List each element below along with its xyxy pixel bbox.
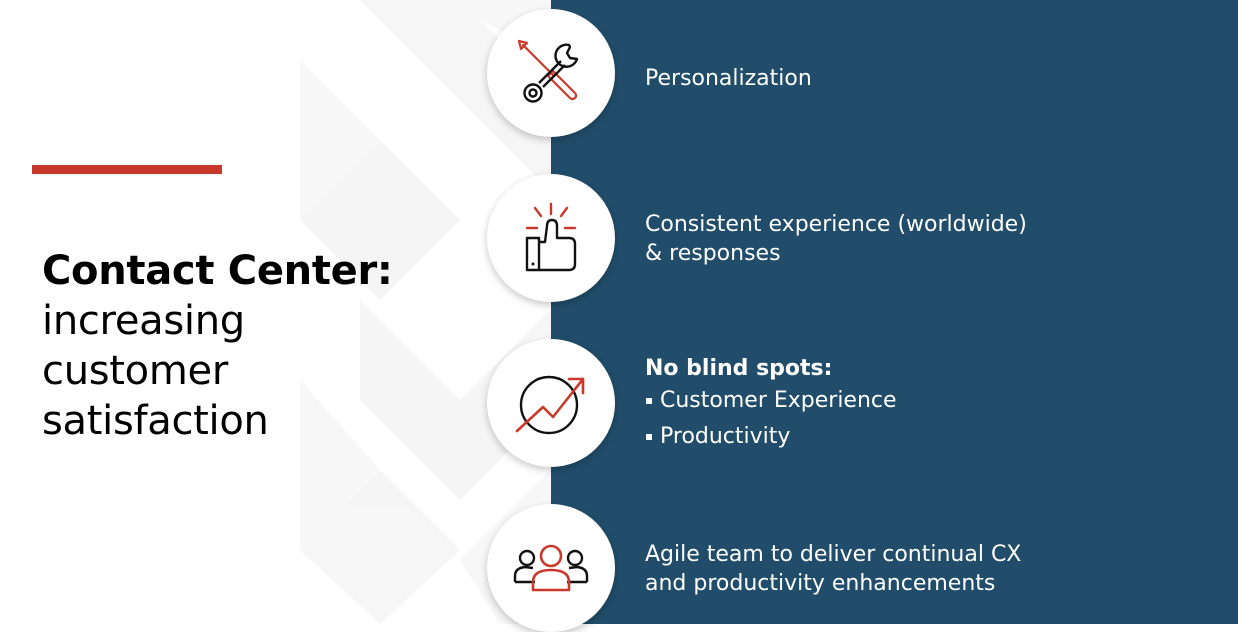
item-text-line: Personalization xyxy=(645,66,812,91)
accent-bar xyxy=(32,165,222,174)
bullet-item: Customer Experience xyxy=(645,383,897,419)
icon-circle-agile-team xyxy=(487,504,615,632)
title-line: increasing xyxy=(42,298,245,344)
item-agile-team: Agile team to deliver continual CX and p… xyxy=(645,540,1021,598)
icon-circle-consistency xyxy=(487,174,615,302)
content-panel xyxy=(551,0,1238,624)
item-consistency: Consistent experience (worldwide) & resp… xyxy=(645,210,1027,268)
icon-circle-personalization xyxy=(487,9,615,137)
thumbs-up-icon xyxy=(525,202,577,272)
icon-circle-blind-spots xyxy=(487,339,615,467)
trend-arrow-icon xyxy=(515,375,585,435)
item-text-line: & responses xyxy=(645,241,781,266)
bullet-list: Customer Experience Productivity xyxy=(645,383,897,455)
bullet-item: Productivity xyxy=(645,419,897,455)
item-text-line: and productivity enhancements xyxy=(645,571,996,596)
item-personalization: Personalization xyxy=(645,64,812,93)
title-bold: Contact Center: xyxy=(42,248,393,294)
wrench-screwdriver-icon xyxy=(517,39,579,103)
team-icon xyxy=(513,544,589,592)
item-text-line: Agile team to deliver continual CX xyxy=(645,542,1022,567)
title-line: customer xyxy=(42,348,228,394)
slide-title: Contact Center: increasing customer sati… xyxy=(42,246,482,446)
item-blind-spots: No blind spots: Customer Experience Prod… xyxy=(645,354,897,455)
title-line: satisfaction xyxy=(42,398,269,444)
item-heading: No blind spots: xyxy=(645,356,833,381)
item-text-line: Consistent experience (worldwide) xyxy=(645,212,1027,237)
